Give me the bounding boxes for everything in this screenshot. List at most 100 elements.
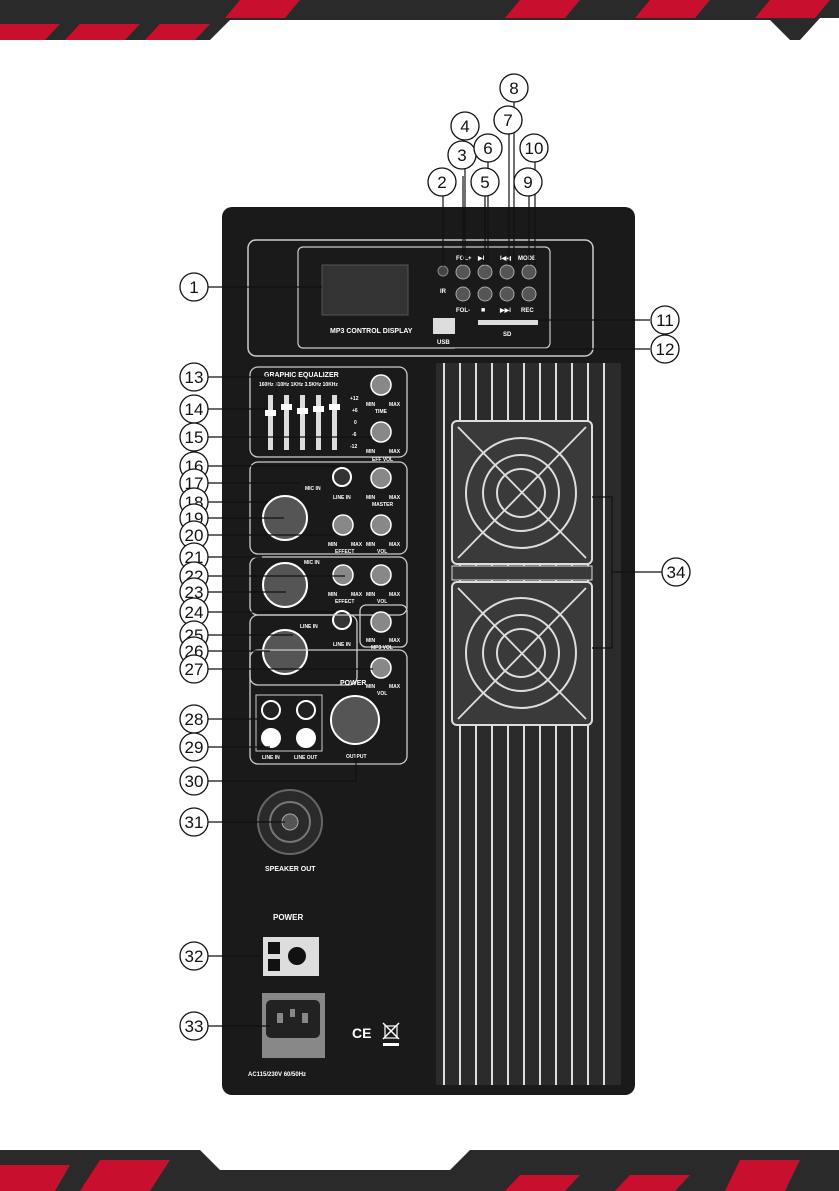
eq-slider-310hz[interactable] bbox=[284, 395, 289, 450]
callout-24: 24 bbox=[179, 597, 209, 627]
min-label: MIN bbox=[328, 592, 338, 598]
ac-inlet-socket bbox=[266, 1000, 320, 1038]
knob-mic2-vol[interactable]: MIN MAX VOL bbox=[366, 564, 401, 605]
power-switch-mark bbox=[268, 959, 280, 971]
eq-slider-160hz[interactable] bbox=[268, 395, 273, 450]
rec-button[interactable] bbox=[521, 286, 537, 302]
mic1-module bbox=[249, 461, 408, 555]
callout-5: 5 bbox=[470, 167, 500, 197]
max-label: MAX bbox=[389, 402, 401, 408]
stop-button[interactable] bbox=[477, 286, 493, 302]
mode-label: MODE bbox=[518, 256, 536, 262]
min-label: MIN bbox=[366, 402, 376, 408]
svg-text:15: 15 bbox=[185, 428, 204, 447]
eq-slider-1khz-knob[interactable] bbox=[297, 408, 308, 414]
fan-divider bbox=[451, 565, 593, 581]
callout-28: 28 bbox=[179, 704, 209, 734]
min-label: MIN bbox=[366, 495, 376, 501]
mic2-xlr-input[interactable] bbox=[262, 562, 308, 608]
callout-2: 2 bbox=[427, 167, 457, 197]
knob-mic1-effect[interactable]: MIN MAX EFFECT bbox=[328, 514, 363, 555]
rca-line-out-white[interactable] bbox=[296, 728, 316, 748]
line-in-jack-2[interactable] bbox=[332, 610, 352, 630]
eq-slider-10khz[interactable] bbox=[332, 395, 337, 450]
usb-port[interactable] bbox=[433, 318, 455, 334]
svg-text:9: 9 bbox=[523, 173, 532, 192]
knob-mp3-vol[interactable]: MIN MAX MP3 VOL bbox=[366, 611, 401, 651]
svg-text:29: 29 bbox=[185, 738, 204, 757]
knob-master[interactable]: MIN MAX MASTER bbox=[366, 467, 401, 508]
max-label: MAX bbox=[389, 542, 401, 548]
eq-slider-3.5khz[interactable] bbox=[316, 395, 321, 450]
vol-label: VOL bbox=[377, 599, 387, 605]
eq-slider-10khz-knob[interactable] bbox=[329, 404, 340, 410]
line-in-jack-1[interactable] bbox=[332, 467, 352, 487]
rca-line-in-white[interactable] bbox=[261, 728, 281, 748]
stop-label: ■ bbox=[481, 307, 485, 314]
callout-27: 27 bbox=[179, 654, 209, 684]
mp3-display-label: MP3 CONTROL DISPLAY bbox=[330, 328, 413, 335]
fol-minus-button[interactable] bbox=[455, 286, 471, 302]
callout-10: 10 bbox=[519, 133, 549, 163]
mic-in-label: MIC IN bbox=[305, 486, 321, 492]
ce-mark: CE bbox=[352, 1025, 371, 1041]
eq-sliders bbox=[265, 395, 340, 450]
next-button[interactable] bbox=[499, 286, 515, 302]
eq-slider-160hz-knob[interactable] bbox=[265, 410, 276, 416]
knob-mic2-effect[interactable]: MIN MAX EFFECT bbox=[328, 564, 363, 605]
callout-15: 15 bbox=[179, 422, 209, 452]
eq-slider-1khz[interactable] bbox=[300, 395, 305, 450]
mp3-display bbox=[321, 264, 409, 316]
ac-pin bbox=[302, 1013, 308, 1023]
knob-mic1-vol[interactable]: MIN MAX VOL bbox=[366, 514, 401, 555]
xlr-output[interactable] bbox=[330, 695, 380, 745]
weee-icon bbox=[382, 1022, 400, 1046]
fan-upper bbox=[451, 420, 593, 565]
eq-freqs: 160Hz 310Hz 1KHz 3.5KHz 10KHz bbox=[259, 382, 338, 388]
prev-button[interactable] bbox=[499, 264, 515, 280]
knob-time[interactable]: MIN MAX TIME bbox=[366, 374, 401, 415]
power-label: POWER bbox=[340, 680, 366, 687]
bottom-banner bbox=[0, 1150, 839, 1191]
mic3-xlr-input[interactable] bbox=[262, 629, 308, 675]
callout-14: 14 bbox=[179, 394, 209, 424]
eq-title: GRAPHIC EQUALIZER bbox=[264, 372, 339, 379]
min-label: MIN bbox=[328, 542, 338, 548]
knob-eff-vol[interactable]: MIN MAX EFF VOL bbox=[366, 421, 401, 463]
mode-button[interactable] bbox=[521, 264, 537, 280]
svg-text:24: 24 bbox=[185, 603, 204, 622]
usb-label: USB bbox=[437, 340, 450, 346]
callout-31: 31 bbox=[179, 807, 209, 837]
rca-group bbox=[255, 694, 323, 752]
eq-scale-label: -6 bbox=[352, 432, 357, 438]
svg-text:32: 32 bbox=[185, 947, 204, 966]
callout-33: 33 bbox=[179, 1011, 209, 1041]
eq-slider-3.5khz-knob[interactable] bbox=[313, 406, 324, 412]
fol-plus-button[interactable] bbox=[455, 264, 471, 280]
sd-slot[interactable] bbox=[478, 320, 538, 325]
callout-6: 6 bbox=[473, 133, 503, 163]
fol-plus-label: FOL+ bbox=[456, 256, 472, 262]
rec-label: REC bbox=[521, 308, 534, 314]
mp3-module-inner bbox=[297, 246, 551, 349]
play-pause-label: ▶II bbox=[477, 255, 486, 262]
callout-13: 13 bbox=[179, 362, 209, 392]
top-banner bbox=[0, 0, 839, 44]
vol-label: VOL bbox=[377, 549, 387, 555]
max-label: MAX bbox=[351, 542, 363, 548]
svg-text:11: 11 bbox=[656, 311, 674, 330]
line-in-label: LINE IN bbox=[262, 755, 280, 761]
ir-sensor bbox=[437, 265, 449, 277]
callout-11: 11 bbox=[650, 305, 680, 335]
power-switch-label: POWER bbox=[273, 913, 303, 922]
rca-line-out-red[interactable] bbox=[296, 700, 316, 720]
prev-label: I◀◀ bbox=[500, 255, 511, 262]
callout-12: 12 bbox=[650, 334, 680, 364]
svg-text:23: 23 bbox=[185, 583, 204, 602]
eq-slider-310hz-knob[interactable] bbox=[281, 404, 292, 410]
output-module bbox=[249, 649, 408, 765]
play-pause-button[interactable] bbox=[477, 264, 493, 280]
knob-output-vol[interactable]: MIN MAX VOL bbox=[366, 657, 401, 697]
callout-34: 34 bbox=[661, 557, 691, 587]
rca-line-in-red[interactable] bbox=[261, 700, 281, 720]
